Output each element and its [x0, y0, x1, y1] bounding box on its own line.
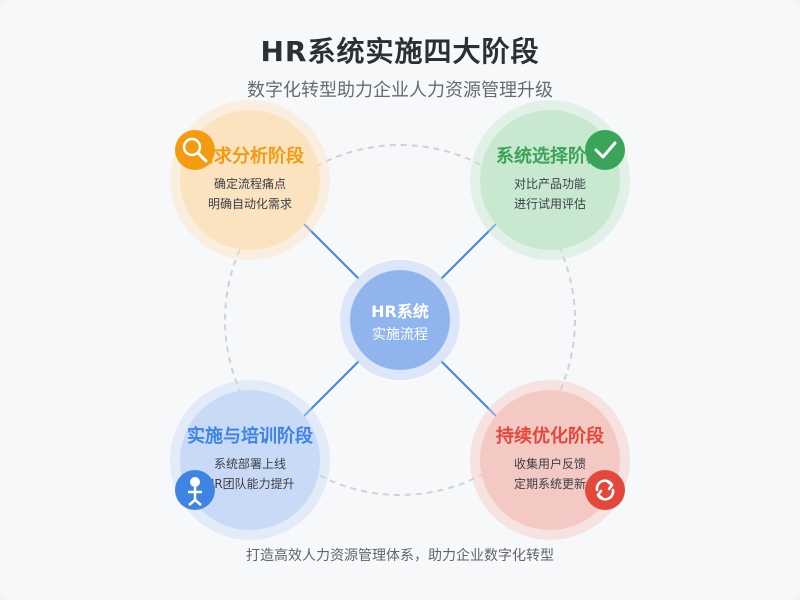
stage-circle-train — [180, 390, 320, 530]
connector-line-train — [300, 360, 360, 420]
stage-detail: 系统部署上线 — [213, 457, 286, 471]
connector-line-needs — [300, 220, 360, 280]
stage-needs: 需求分析阶段 确定流程痛点 明确自动化需求 — [170, 142, 330, 214]
cycle-ring — [224, 144, 576, 496]
center-label: HR系统 实施流程 — [340, 298, 460, 344]
stage-title: 系统选择阶段 — [496, 146, 604, 167]
stage-detail: 定期系统更新 — [513, 477, 586, 491]
stage-select: 系统选择阶段 对比产品功能 进行试用评估 — [470, 142, 630, 214]
connector-line-select — [440, 220, 500, 280]
stage-detail: HR团队能力提升 — [205, 477, 295, 491]
stage-detail: 明确自动化需求 — [207, 197, 292, 211]
stage-detail: 确定流程痛点 — [213, 177, 286, 191]
stage-title: 实施与培训阶段 — [187, 426, 313, 447]
center-circle — [350, 270, 450, 370]
stage-optimize: 持续优化阶段 收集用户反馈 定期系统更新 — [470, 422, 630, 494]
center-subtitle: 实施流程 — [372, 327, 428, 343]
magnifier-icon — [175, 130, 215, 170]
footer-tagline: 打造高效人力资源管理体系，助力企业数字化转型 — [246, 548, 554, 564]
stage-detail: 对比产品功能 — [513, 177, 586, 191]
checkmark-icon — [585, 130, 625, 170]
stage-detail: 收集用户反馈 — [513, 457, 586, 471]
page-subtitle: 数字化转型助力企业人力资源管理升级 — [247, 80, 553, 101]
stage-title: 需求分析阶段 — [196, 146, 304, 167]
stage-train: 实施与培训阶段 系统部署上线 HR团队能力提升 — [160, 422, 340, 494]
refresh-icon — [585, 470, 625, 510]
stage-detail: 进行试用评估 — [513, 197, 586, 211]
connector-line-optimize — [440, 360, 500, 420]
center-title: HR系统 — [371, 302, 429, 321]
stage-title: 持续优化阶段 — [496, 426, 604, 447]
person-icon — [175, 470, 215, 510]
stage-circle-needs — [180, 110, 320, 250]
page-title: HR系统实施四大阶段 — [260, 35, 540, 68]
